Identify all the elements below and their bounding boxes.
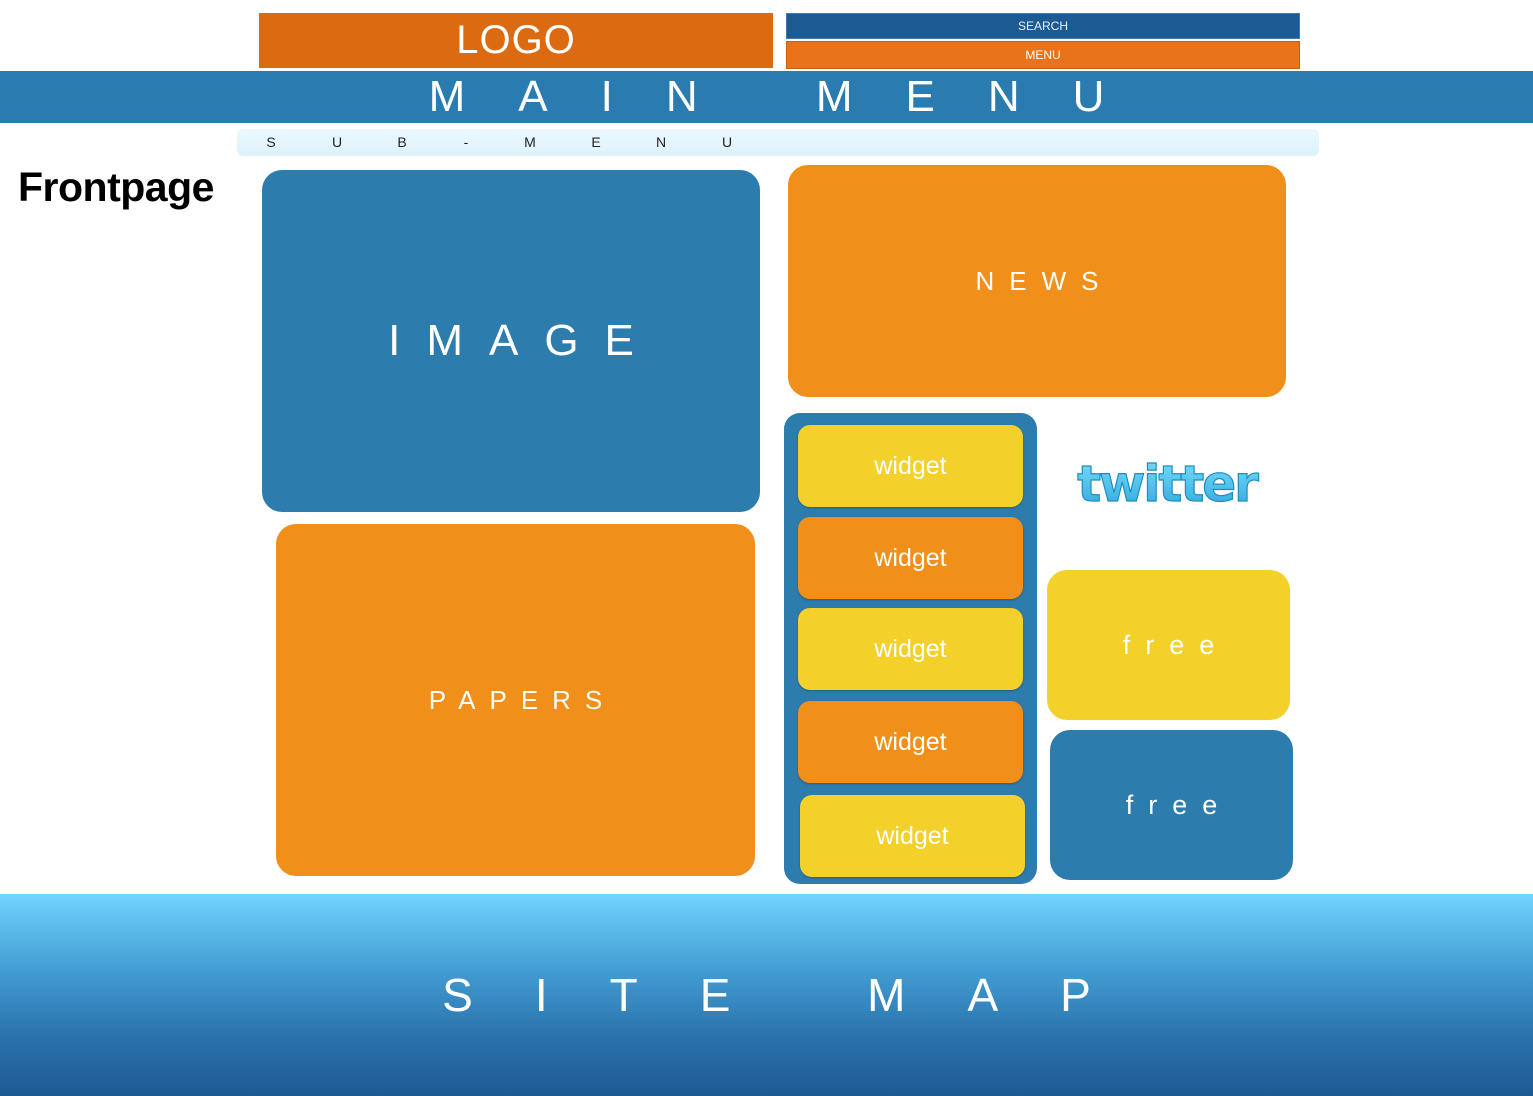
main-menu-bar [0, 71, 1533, 123]
menu-button[interactable]: MENU [786, 41, 1300, 69]
twitter-logo-text: twitter [1077, 455, 1259, 513]
free-label: free [1125, 789, 1233, 820]
search-label: SEARCH [1017, 19, 1068, 33]
sub-menu-letter: U [721, 134, 733, 150]
sub-menu-letter: U [331, 134, 343, 150]
widget-label: widget [876, 821, 949, 850]
sub-menu-letter: M [524, 134, 536, 150]
widget[interactable]: widget [800, 795, 1025, 877]
site-map-label: SITE MAP [442, 969, 1153, 1021]
widget-label: widget [874, 451, 947, 480]
sub-menu-letter: S [266, 134, 276, 150]
widget-label: widget [874, 543, 947, 572]
sub-menu-letter: N [655, 134, 667, 150]
page-title: Frontpage [18, 164, 214, 210]
widget[interactable]: widget [798, 701, 1023, 783]
widget[interactable]: widget [798, 425, 1023, 507]
twitter-logo-icon: twitter [1077, 454, 1262, 513]
twitter-logo[interactable]: twitter [1062, 454, 1272, 515]
free-tile[interactable]: free [1047, 570, 1290, 720]
free-tile[interactable]: free [1050, 730, 1293, 880]
widget[interactable]: widget [798, 608, 1023, 690]
news-tile[interactable]: NEWS [788, 165, 1286, 397]
sub-menu-letter: B [397, 134, 407, 150]
image-label: IMAGE [388, 316, 660, 365]
site-map-footer[interactable]: SITE MAP [0, 894, 1533, 1096]
news-label: NEWS [975, 265, 1114, 296]
widget[interactable]: widget [798, 517, 1023, 599]
sub-menu-letter: - [463, 134, 469, 150]
main-menu[interactable]: MAIN MENU [0, 71, 1533, 123]
papers-tile[interactable]: PAPERS [276, 524, 755, 876]
menu-label: MENU [1025, 48, 1061, 62]
widget-label: widget [874, 727, 947, 756]
sub-menu-bar[interactable] [237, 129, 1319, 156]
main-menu-label: MAIN MENU [428, 72, 1158, 121]
search-button[interactable]: SEARCH [786, 13, 1300, 39]
widget-label: widget [874, 634, 947, 663]
logo[interactable]: LOGO [259, 13, 773, 68]
image-tile[interactable]: IMAGE [262, 170, 760, 512]
papers-label: PAPERS [428, 684, 617, 715]
logo-text: LOGO [456, 18, 576, 62]
sub-menu-letter: E [591, 134, 601, 150]
free-label: free [1122, 629, 1230, 660]
